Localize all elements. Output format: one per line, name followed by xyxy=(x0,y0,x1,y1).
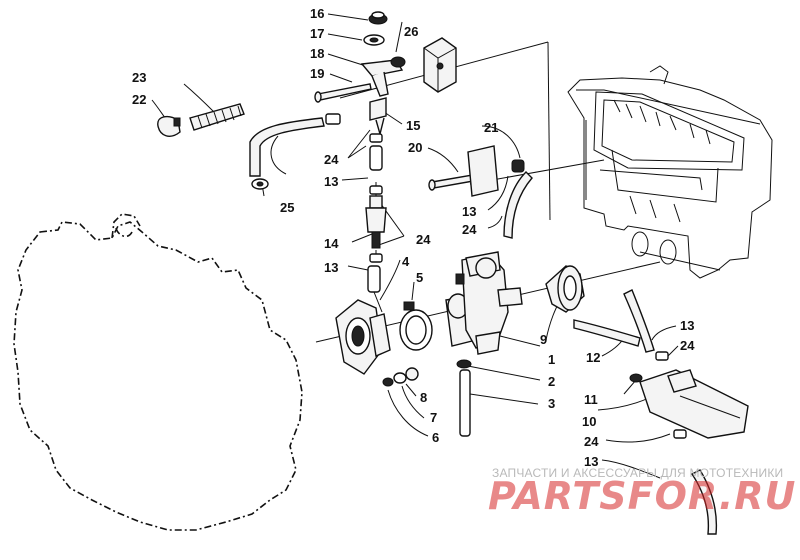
callout-13-b: 13 xyxy=(462,204,476,219)
part-16-cap-nut xyxy=(368,11,388,25)
callout-2: 2 xyxy=(548,374,555,389)
callout-16: 16 xyxy=(310,6,324,21)
callout-24-b: 24 xyxy=(462,222,477,237)
callout-5: 5 xyxy=(416,270,423,285)
callout-8: 8 xyxy=(420,390,427,405)
part-6-7-8-fasteners xyxy=(382,367,419,387)
callout-24-a: 24 xyxy=(324,152,339,167)
part-24-clamps-right xyxy=(655,351,687,439)
part-19-bolt xyxy=(314,83,372,103)
callout-26: 26 xyxy=(404,24,418,39)
callout-23: 23 xyxy=(132,70,146,85)
callout-20: 20 xyxy=(408,140,422,155)
callout-22: 22 xyxy=(132,92,146,107)
engine-outline xyxy=(13,213,303,531)
part-24-clamps xyxy=(325,113,383,263)
part-9-boot xyxy=(545,265,585,313)
oil-tank xyxy=(567,65,773,279)
mounting-block xyxy=(423,37,457,93)
part-15-fitting xyxy=(369,97,387,137)
part-26-nut xyxy=(390,56,406,68)
part-13-hose-bottom xyxy=(690,469,718,535)
part-11-nut xyxy=(629,373,643,383)
part-13-hose-upper xyxy=(249,117,325,177)
part-10-pump xyxy=(639,369,749,439)
part-13-hose-right xyxy=(623,289,655,353)
part-14-filter xyxy=(365,195,387,249)
part-2-nut xyxy=(456,359,472,369)
callout-12: 12 xyxy=(586,350,600,365)
callout-13-d: 13 xyxy=(680,318,694,333)
watermark-caption: ЗАПЧАСТИ И АКСЕССУАРЫ ДЛЯ МОТОТЕХНИКИ xyxy=(492,466,784,480)
watermark-logo: PARTSFOR.RU xyxy=(488,474,797,518)
callout-7: 7 xyxy=(430,410,437,425)
part-3-tube xyxy=(459,369,471,437)
callout-15: 15 xyxy=(406,118,420,133)
callout-14: 14 xyxy=(324,236,339,251)
callout-1: 1 xyxy=(548,352,555,367)
part-23-spring xyxy=(189,103,245,131)
callout-13-a: 13 xyxy=(324,174,338,189)
part-21-bracket xyxy=(467,145,525,197)
part-13-hose-middle xyxy=(503,171,533,239)
callout-3: 3 xyxy=(548,396,555,411)
part-12-hose xyxy=(573,319,641,347)
part-25-clip xyxy=(251,178,269,190)
part-17-washer xyxy=(363,34,385,46)
callout-10: 10 xyxy=(582,414,596,429)
callout-24-e: 24 xyxy=(584,434,599,449)
callout-11: 11 xyxy=(584,392,598,407)
callout-4: 4 xyxy=(402,254,410,269)
callout-6: 6 xyxy=(432,430,439,445)
callout-9: 9 xyxy=(540,332,547,347)
callout-24-c: 24 xyxy=(416,232,431,247)
part-5-clamp xyxy=(399,301,433,351)
callout-24-d: 24 xyxy=(680,338,695,353)
callout-13-e: 13 xyxy=(584,454,598,469)
part-4-flange xyxy=(335,299,391,375)
callout-18: 18 xyxy=(310,46,324,61)
part-1-carburetor xyxy=(445,251,523,355)
callout-19: 19 xyxy=(310,66,324,81)
callout-25: 25 xyxy=(280,200,294,215)
part-22-clamp xyxy=(157,115,181,137)
callout-17: 17 xyxy=(310,26,324,41)
callout-labels: 16 17 18 19 26 23 22 15 24 13 25 21 20 1… xyxy=(132,6,695,469)
fuel-hose-segments xyxy=(367,145,383,293)
callout-21: 21 xyxy=(484,120,498,135)
leader-lines xyxy=(151,13,679,479)
callout-13-c: 13 xyxy=(324,260,338,275)
